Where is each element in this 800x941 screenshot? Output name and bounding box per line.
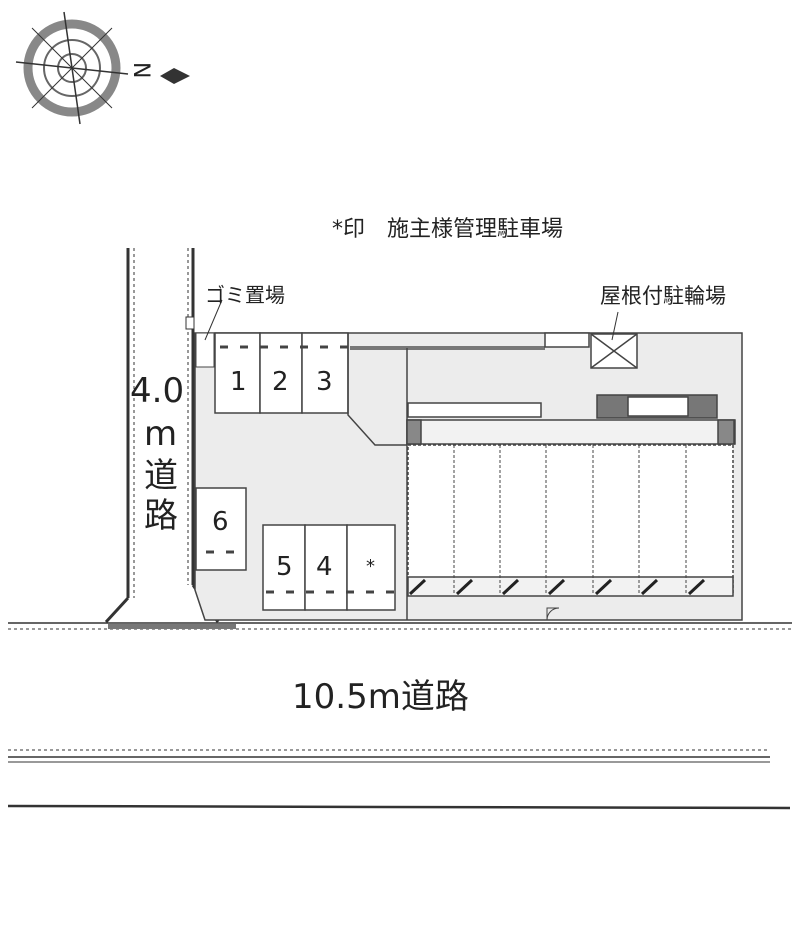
building [347,332,736,621]
side-road-label-2: m [144,414,177,454]
side-road-label-4: 路 [144,496,178,536]
bicycle-leader [611,311,619,341]
parking-space-6-label: 6 [212,507,229,537]
garbage-leader [204,299,223,341]
garbage-label: ゴミ置場 [205,283,285,307]
parking-space-5-label: 5 [276,552,293,582]
parking-space-owner [346,524,396,611]
parking-space-2-label: 2 [272,367,289,397]
parking-space-4 [304,524,348,611]
owner-parking-legend: *印 施主様管理駐車場 [332,217,563,242]
parking-space-5 [262,524,306,611]
parking-space-6 [195,487,247,571]
front-road-label: 10.5m道路 [292,677,469,717]
side-road-label-1: 4.0 [130,371,184,411]
compass-icon [15,11,190,125]
parking-space-3-label: 3 [316,367,333,397]
garbage-area [195,332,215,368]
parking-space-1-label: 1 [230,367,247,397]
parking-space-owner-label: * [366,556,375,577]
front-road [7,622,792,810]
bicycle-parking-label: 屋根付駐輪場 [600,284,726,308]
compass-north-label: N [128,62,153,78]
parking-space-4-label: 4 [316,552,333,582]
side-road-label-3: 道 [144,456,178,496]
